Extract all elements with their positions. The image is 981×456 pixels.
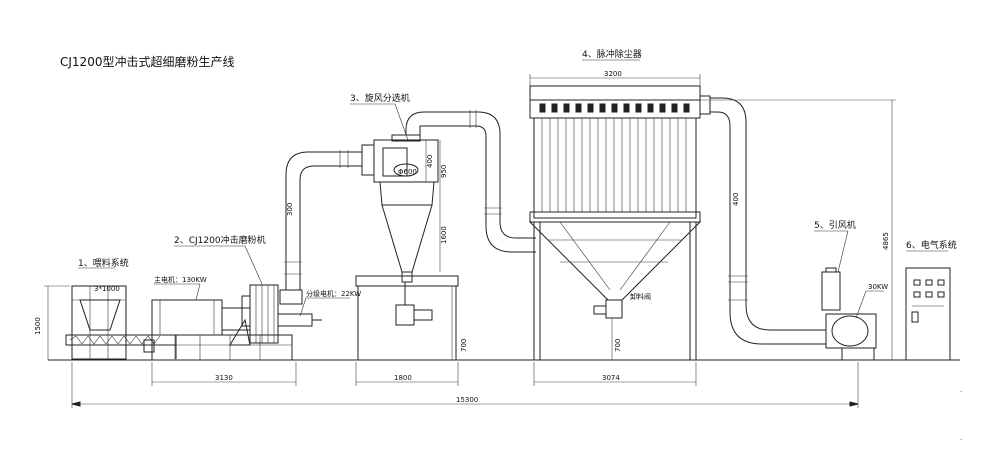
drawing-title: CJ1200型冲击式超细磨粉生产线	[60, 54, 234, 69]
label-fan: 5、引风机	[814, 219, 856, 231]
filter-width-label: 3200	[604, 70, 622, 78]
electrical-cabinet	[905, 267, 951, 361]
classifier-motor-label: 分级电机：22KW	[306, 289, 361, 298]
label-feeding-system: 1、喂料系统	[78, 257, 129, 269]
cyclone-classifier	[355, 134, 459, 360]
pulse-dust-collector	[528, 85, 711, 360]
cyclone-diameter-label: Φ600	[398, 168, 417, 176]
cyclone-950-label: 950	[440, 165, 448, 178]
pipe-300-label: 300	[286, 203, 294, 216]
cyclone-400-label: 400	[426, 155, 434, 168]
main-motor-label: 主电机：130KW	[154, 275, 207, 284]
svg-text:.: .	[960, 386, 962, 394]
dim-cyclone-width: 1800	[394, 374, 412, 382]
pipe-400-label: 400	[732, 193, 740, 206]
cyclone-1600-label: 1600	[440, 226, 448, 244]
induced-draft-fan	[821, 267, 880, 361]
pipe-filter-to-fan	[710, 97, 826, 345]
cabinet-height-label: 4865	[882, 232, 890, 250]
impact-mill	[151, 284, 322, 361]
label-impact-mill: 2、CJ1200冲击磨粉机	[174, 234, 266, 246]
hopper-size-label: 3*1000	[94, 285, 120, 293]
height-700-a-label: 700	[460, 339, 468, 352]
height-700-b-label: 700	[614, 339, 622, 352]
dim-mill-width: 3130	[215, 374, 233, 382]
height-1500-label: 1500	[34, 317, 42, 335]
label-electrical: 6、电气系统	[906, 239, 957, 251]
fan-power-label: 30KW	[868, 283, 888, 291]
valve-label: 卸料阀	[630, 292, 651, 301]
label-dust-collector: 4、脉冲除尘器	[582, 48, 642, 60]
label-cyclone: 3、旋风分选机	[350, 92, 410, 104]
svg-text:.: .	[960, 434, 962, 442]
pipe-cyclone-to-filter	[405, 110, 536, 253]
dim-filter-width: 3074	[602, 374, 620, 382]
pipe-mill-to-cyclone	[284, 150, 362, 290]
feeding-system	[65, 285, 177, 360]
dim-total-length: 15300	[456, 396, 478, 404]
